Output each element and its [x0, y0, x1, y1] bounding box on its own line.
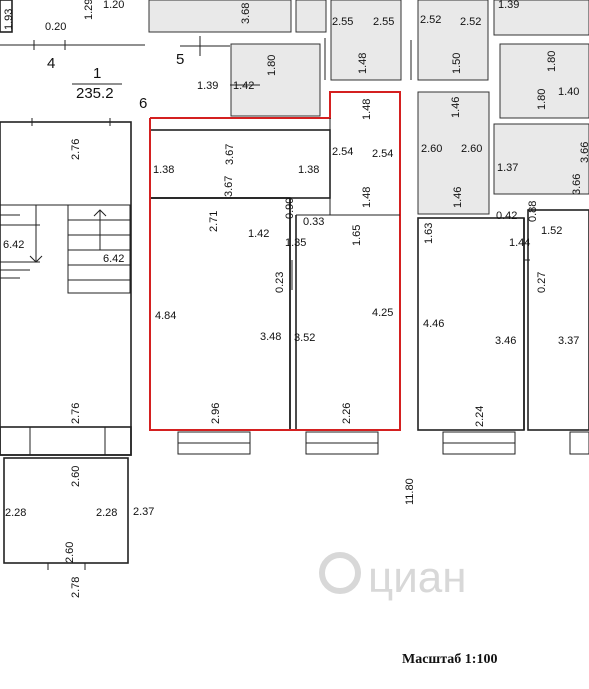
- dim-label: 1.39: [197, 80, 218, 92]
- dim-label: 3.46: [495, 335, 516, 347]
- dim-label: 6.42: [3, 239, 24, 251]
- dim-label: 2.76: [70, 139, 82, 160]
- dim-label: 2.60: [421, 143, 442, 155]
- shaded-room: [295, 0, 327, 33]
- dim-label: 11.80: [404, 478, 416, 505]
- dim-label: 3.66: [579, 142, 589, 163]
- room-number-5: 5: [176, 51, 184, 68]
- dim-label: 1.40: [558, 86, 579, 98]
- room-number-1: 1: [93, 65, 101, 82]
- dim-label: 2.96: [210, 403, 222, 424]
- room-labels: 4 1 235.2 5 6: [47, 51, 184, 112]
- dim-label: 1.35: [285, 237, 306, 249]
- dim-label: 3.68: [240, 3, 252, 24]
- shaded-room: [417, 91, 490, 215]
- shaded-room: [230, 43, 321, 117]
- dim-label: 2.54: [372, 148, 393, 160]
- dim-label: 1.63: [423, 223, 435, 244]
- dim-label: 3.67: [223, 176, 235, 197]
- shaded-room: [493, 123, 589, 195]
- dim-label: 2.55: [332, 16, 353, 28]
- dim-label: 2.37: [133, 506, 154, 518]
- shaded-room: [148, 0, 292, 33]
- dim-label: 2.54: [332, 146, 353, 158]
- dim-label: 2.28: [5, 507, 26, 519]
- dim-label: 2.26: [341, 403, 353, 424]
- dim-label: 2.60: [70, 466, 82, 487]
- dim-label: 3.66: [571, 174, 583, 195]
- room-number-6: 6: [139, 95, 147, 112]
- dim-label: 0.27: [536, 272, 548, 293]
- dim-label: 1.50: [451, 53, 463, 74]
- dim-label: 1.80: [536, 89, 548, 110]
- dim-label: 1.93: [3, 9, 15, 30]
- dim-label: 6.42: [103, 253, 124, 265]
- scale-label: Масштаб 1:100: [402, 652, 498, 667]
- dim-label: 3.37: [558, 335, 579, 347]
- dim-label: 2.71: [208, 211, 220, 232]
- dim-label: 1.80: [266, 55, 278, 76]
- dim-label: 0.42: [496, 210, 517, 222]
- shaded-room: [330, 0, 402, 81]
- dim-label: 2.78: [70, 577, 82, 598]
- dim-label: 2.28: [96, 507, 117, 519]
- dim-label: 3.52: [294, 332, 315, 344]
- dim-label: 1.52: [541, 225, 562, 237]
- dim-label: 1.80: [546, 51, 558, 72]
- dim-label: 1.20: [103, 0, 124, 11]
- shaded-room: [417, 0, 489, 81]
- shaded-room: [493, 0, 589, 36]
- dim-label: 1.48: [361, 187, 373, 208]
- dim-label: 0.90: [284, 198, 296, 219]
- dim-label: 1.37: [497, 162, 518, 174]
- cian-watermark: циан: [319, 552, 467, 602]
- dim-label: 3.67: [224, 144, 236, 165]
- dim-label: 1.46: [450, 97, 462, 118]
- dim-label: 0.88: [527, 201, 539, 222]
- dim-label: 0.20: [45, 21, 66, 33]
- highlighted-unit-outline: [149, 91, 401, 431]
- dim-label: 1.29: [83, 0, 95, 20]
- room-area: 235.2: [76, 85, 114, 102]
- dim-label: 2.24: [474, 406, 486, 427]
- dim-label: 1.38: [153, 164, 174, 176]
- dim-label: 1.42: [233, 80, 254, 92]
- dim-label: 4.84: [155, 310, 176, 322]
- dim-label: 1.48: [361, 99, 373, 120]
- dim-label: 4.46: [423, 318, 444, 330]
- dim-label: 4.25: [372, 307, 393, 319]
- dim-label: 1.46: [452, 187, 464, 208]
- dimension-labels: 0.20 1.20 2.55 2.55 2.52 2.52 1.39 1.40 …: [3, 0, 579, 519]
- dim-label: 1.42: [248, 228, 269, 240]
- dim-label: 0.23: [274, 272, 286, 293]
- dim-label: 2.52: [460, 16, 481, 28]
- dim-label: 0.33: [303, 216, 324, 228]
- dim-label: 2.60: [461, 143, 482, 155]
- dim-label: 1.65: [351, 225, 363, 246]
- dim-label: 2.52: [420, 14, 441, 26]
- dim-label: 2.60: [64, 542, 76, 563]
- dim-label: 1.48: [357, 53, 369, 74]
- dim-label: 1.44: [509, 237, 530, 249]
- dim-label: 2.76: [70, 403, 82, 424]
- dim-label: 2.55: [373, 16, 394, 28]
- dim-label: 3.48: [260, 331, 281, 343]
- shaded-room: [499, 43, 589, 119]
- dim-label: 1.38: [298, 164, 319, 176]
- room-number-4: 4: [47, 55, 55, 72]
- dim-label: 1.39: [498, 0, 519, 11]
- watermark-text: циан: [368, 553, 467, 602]
- vertical-dimension-labels: 1.93 1.29 3.68 1.80 1.48 1.50 1.80 1.80 …: [3, 0, 589, 598]
